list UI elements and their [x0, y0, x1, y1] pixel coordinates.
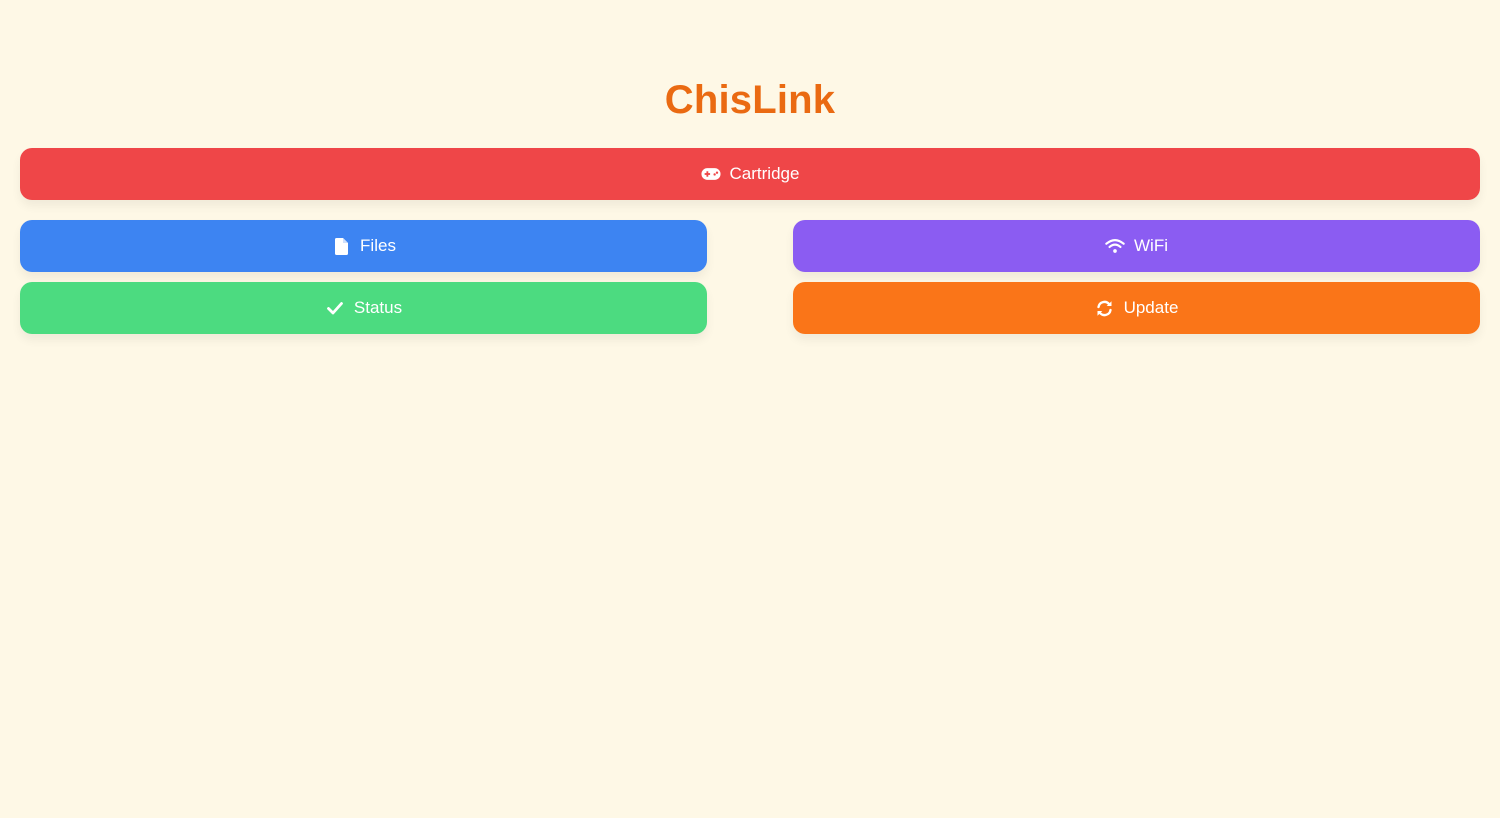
app-title: ChisLink: [664, 78, 836, 122]
wifi-button-label: WiFi: [1134, 236, 1168, 255]
refresh-icon: [1095, 298, 1115, 318]
status-button-label: Status: [353, 298, 403, 317]
wifi-icon: [1105, 236, 1125, 256]
cartridge-button[interactable]: Cartridge: [20, 148, 1480, 200]
gamepad-icon: [700, 164, 721, 184]
update-button-label: Update: [1123, 298, 1179, 317]
file-icon: [331, 236, 351, 256]
wifi-button[interactable]: WiFi: [793, 220, 1480, 272]
files-button-label: Files: [360, 236, 396, 255]
update-button[interactable]: Update: [793, 282, 1480, 334]
check-icon: [325, 298, 345, 318]
files-button[interactable]: Files: [20, 220, 707, 272]
cartridge-button-label: Cartridge: [729, 164, 800, 183]
status-button[interactable]: Status: [20, 282, 707, 334]
